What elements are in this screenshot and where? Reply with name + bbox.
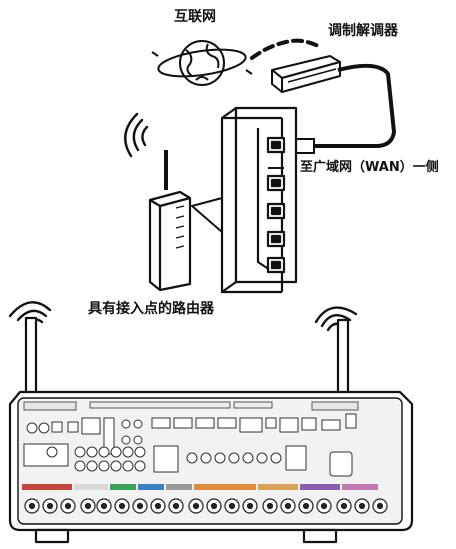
router-label: 具有接入点的路由器 xyxy=(88,301,214,317)
wan-cable xyxy=(312,63,396,148)
internet-globe-icon xyxy=(151,40,253,86)
wan-side-label: 至广域网（WAN）一侧 xyxy=(300,160,439,175)
receiver-wifi-right-icon xyxy=(314,306,358,332)
internet-link xyxy=(250,38,320,60)
receiver-speaker-strip xyxy=(22,484,378,490)
receiver-speaker-terminals xyxy=(24,498,388,514)
access-point-icon xyxy=(148,150,192,292)
internet-label: 互联网 xyxy=(174,9,216,25)
receiver-top-strip xyxy=(23,401,359,411)
receiver-row-1-jacks xyxy=(26,413,357,455)
modem-icon xyxy=(271,55,341,93)
router-callout xyxy=(189,197,223,233)
receiver-row-2-jacks xyxy=(23,443,353,477)
router-icon xyxy=(220,106,298,294)
modem-label: 调制解调器 xyxy=(328,23,398,39)
access-point-wifi-icon xyxy=(124,112,149,158)
